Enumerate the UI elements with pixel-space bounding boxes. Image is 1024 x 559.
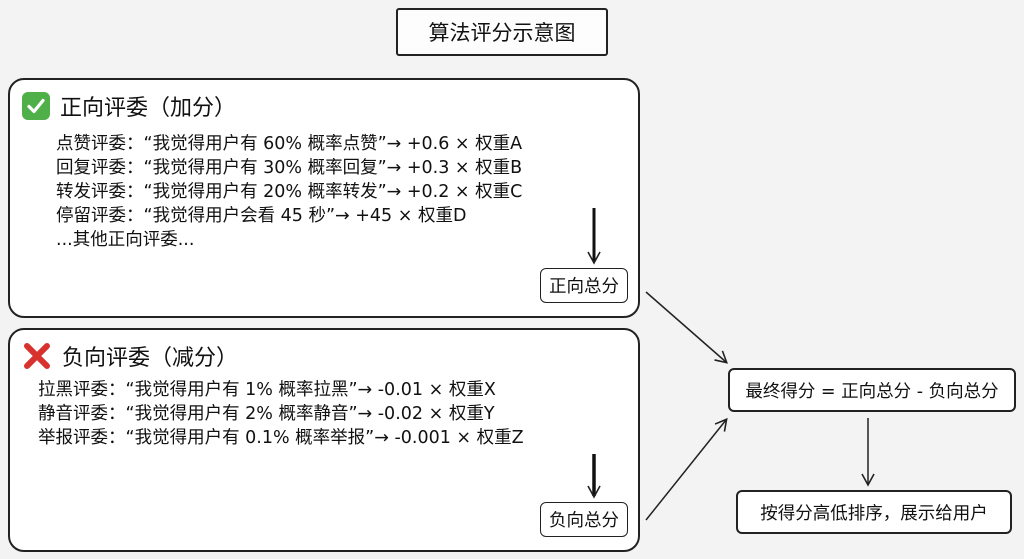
negative-rule-report: 举报评委：“我觉得用户有 0.1% 概率举报”→ -0.001 × 权重Z: [38, 428, 524, 448]
positive-panel-header: 正向评委（加分）: [22, 90, 236, 122]
cross-icon: [22, 341, 52, 371]
ranking-box: 按得分高低排序，展示给用户: [736, 490, 1012, 534]
positive-rule-reply: 回复评委：“我觉得用户有 30% 概率回复”→ +0.3 × 权重B: [56, 158, 523, 178]
positive-rule-others: ...其他正向评委...: [56, 230, 195, 250]
positive-rule-repost: 转发评委：“我觉得用户有 20% 概率转发”→ +0.2 × 权重C: [56, 182, 523, 202]
negative-rules-list: 拉黑评委：“我觉得用户有 1% 概率拉黑”→ -0.01 × 权重X 静音评委：…: [38, 378, 524, 450]
negative-panel-title: 负向评委（减分）: [62, 346, 239, 371]
negative-to-final-arrow: [645, 417, 728, 521]
check-icon: [22, 92, 50, 120]
negative-judges-panel: 负向评委（减分） 拉黑评委：“我觉得用户有 1% 概率拉黑”→ -0.01 × …: [8, 328, 640, 552]
positive-total-box: 正向总分: [540, 268, 628, 303]
negative-panel-header: 负向评委（减分）: [22, 340, 238, 372]
positive-to-final-arrow: [645, 291, 729, 364]
negative-rule-block: 拉黑评委：“我觉得用户有 1% 概率拉黑”→ -0.01 × 权重X: [38, 380, 496, 400]
positive-rule-like: 点赞评委：“我觉得用户有 60% 概率点赞”→ +0.6 × 权重A: [56, 134, 523, 154]
positive-rule-dwell: 停留评委：“我觉得用户会看 45 秒”→ +45 × 权重D: [56, 206, 467, 226]
negative-total-box: 负向总分: [540, 502, 628, 537]
positive-panel-title: 正向评委（加分）: [60, 96, 237, 121]
final-score-box: 最终得分 = 正向总分 - 负向总分: [728, 368, 1016, 412]
negative-rule-mute: 静音评委：“我觉得用户有 2% 概率静音”→ -0.02 × 权重Y: [38, 404, 495, 424]
positive-rules-list: 点赞评委：“我觉得用户有 60% 概率点赞”→ +0.6 × 权重A 回复评委：…: [56, 132, 522, 252]
diagram-title: 算法评分示意图: [396, 8, 608, 56]
positive-judges-panel: 正向评委（加分） 点赞评委：“我觉得用户有 60% 概率点赞”→ +0.6 × …: [8, 78, 640, 318]
